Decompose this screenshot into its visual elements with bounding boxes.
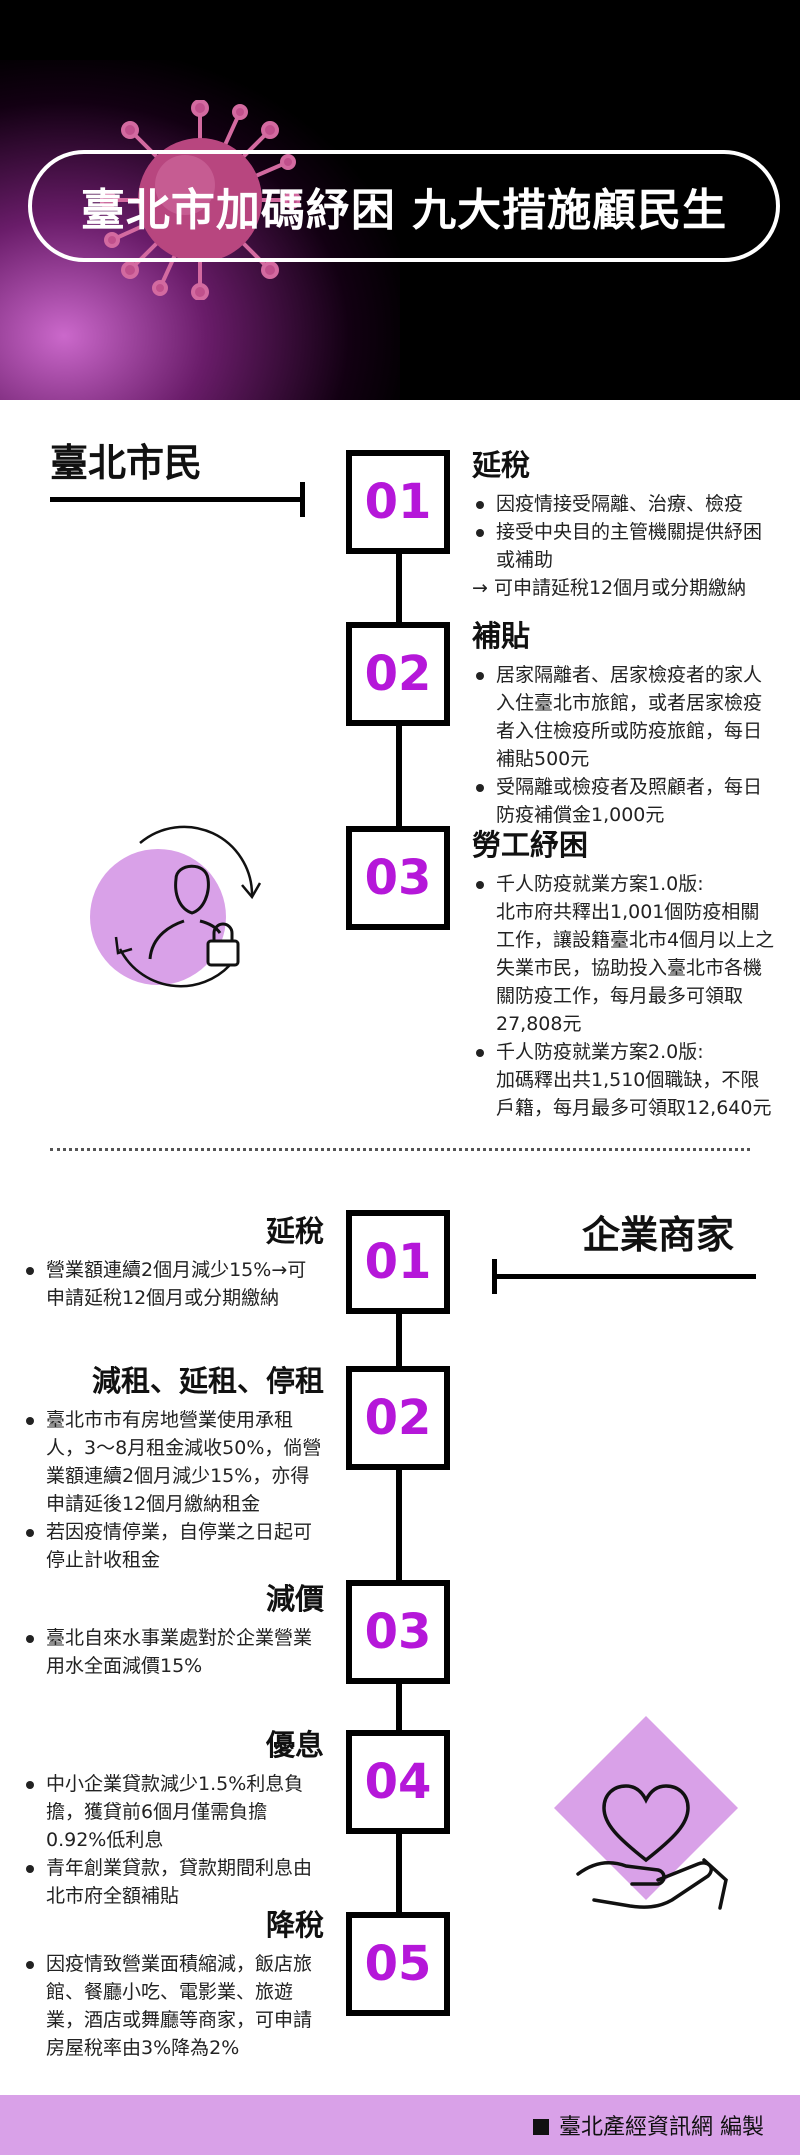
list-item: 因疫情接受隔離、治療、檢疫 xyxy=(472,490,778,518)
citizens-item-01: 延稅 因疫情接受隔離、治療、檢疫 接受中央目的主管機關提供紓困或補助 → 可申請… xyxy=(472,446,778,602)
business-number-03: 03 xyxy=(346,1580,450,1684)
list-item: 臺北市市有房地營業使用承租人，3〜8月租金減收50%，倘營業額連續2個月減少15… xyxy=(22,1406,324,1518)
business-number-05: 05 xyxy=(346,1912,450,2016)
list-item: 臺北自來水事業處對於企業營業用水全面減價15% xyxy=(22,1624,324,1680)
section-divider xyxy=(50,1148,750,1151)
item-title: 降稅 xyxy=(265,1908,324,1942)
item-title: 延稅 xyxy=(472,448,531,482)
heart-hand-icon xyxy=(554,1716,738,1910)
business-rule xyxy=(492,1274,756,1279)
citizens-rule xyxy=(50,497,305,502)
list-item: 中小企業貸款減少1.5%利息負擔，獲貸前6個月僅需負擔0.92%低利息 xyxy=(22,1770,324,1854)
item-title: 減價 xyxy=(265,1582,324,1616)
list-item: 青年創業貸款，貸款期間利息由北市府全額補貼 xyxy=(22,1854,324,1910)
list-item: 受隔離或檢疫者及照顧者，每日防疫補償金1,000元 xyxy=(472,773,778,829)
business-number-02: 02 xyxy=(346,1366,450,1470)
business-number-01: 01 xyxy=(346,1210,450,1314)
list-item: 千人防疫就業方案1.0版: 北市府共釋出1,001個防疫相關工作，讓設籍臺北市4… xyxy=(472,870,778,1038)
business-item-04: 優息 中小企業貸款減少1.5%利息負擔，獲貸前6個月僅需負擔0.92%低利息 青… xyxy=(22,1726,324,1910)
item-title: 減租、延租、停租 xyxy=(91,1364,324,1398)
citizens-rule-cap xyxy=(300,482,305,517)
section-label-citizens: 臺北市民 xyxy=(50,441,203,485)
business-item-05: 降稅 因疫情致營業面積縮減，飯店旅館、餐廳小吃、電影業、旅遊業，酒店或舞廳等商家… xyxy=(22,1906,324,2062)
section-label-business: 企業商家 xyxy=(582,1213,735,1257)
citizens-item-02: 補貼 居家隔離者、居家檢疫者的家人入住臺北市旅館，或者居家檢疫者入住檢疫所或防疫… xyxy=(472,617,778,829)
citizens-number-01: 01 xyxy=(346,450,450,554)
item-title: 延稅 xyxy=(265,1214,324,1248)
footer-bar: 臺北產經資訊網 編製 xyxy=(0,2095,800,2155)
citizens-item-03: 勞工紓困 千人防疫就業方案1.0版: 北市府共釋出1,001個防疫相關工作，讓設… xyxy=(472,826,778,1122)
list-item: 因疫情致營業面積縮減，飯店旅館、餐廳小吃、電影業、旅遊業，酒店或舞廳等商家，可申… xyxy=(22,1950,324,2062)
footer-credit: 臺北產經資訊網 編製 xyxy=(533,2109,764,2141)
business-rule-cap xyxy=(492,1259,497,1294)
item-note: → 可申請延稅12個月或分期繳納 xyxy=(472,577,747,599)
list-item: 接受中央目的主管機關提供紓困或補助 xyxy=(472,518,778,574)
item-title: 勞工紓困 xyxy=(472,828,589,862)
list-item: 若因疫情停業，自停業之日起可停止計收租金 xyxy=(22,1518,324,1574)
page-title: 臺北市加碼紓困 九大措施顧民生 xyxy=(80,185,728,236)
item-title: 優息 xyxy=(265,1728,324,1762)
business-item-03: 減價 臺北自來水事業處對於企業營業用水全面減價15% xyxy=(22,1580,324,1680)
person-lock-icon xyxy=(90,825,262,988)
business-number-04: 04 xyxy=(346,1730,450,1834)
business-item-02: 減租、延租、停租 臺北市市有房地營業使用承租人，3〜8月租金減收50%，倘營業額… xyxy=(22,1362,324,1574)
citizens-number-03: 03 xyxy=(346,826,450,930)
list-item: 千人防疫就業方案2.0版: 加碼釋出共1,510個職缺，不限戶籍，每月最多可領取… xyxy=(472,1038,778,1122)
square-icon xyxy=(533,2119,549,2135)
citizens-number-02: 02 xyxy=(346,622,450,726)
list-item: 營業額連續2個月減少15%→可申請延稅12個月或分期繳納 xyxy=(22,1256,324,1312)
business-item-01: 延稅 營業額連續2個月減少15%→可申請延稅12個月或分期繳納 xyxy=(22,1212,324,1312)
list-item: 居家隔離者、居家檢疫者的家人入住臺北市旅館，或者居家檢疫者入住檢疫所或防疫旅館，… xyxy=(472,661,778,773)
virus-icon xyxy=(100,100,300,300)
item-title: 補貼 xyxy=(472,619,531,653)
header-banner: 臺北市加碼紓困 九大措施顧民生 xyxy=(0,0,800,400)
title-box: 臺北市加碼紓困 九大措施顧民生 xyxy=(28,150,780,262)
